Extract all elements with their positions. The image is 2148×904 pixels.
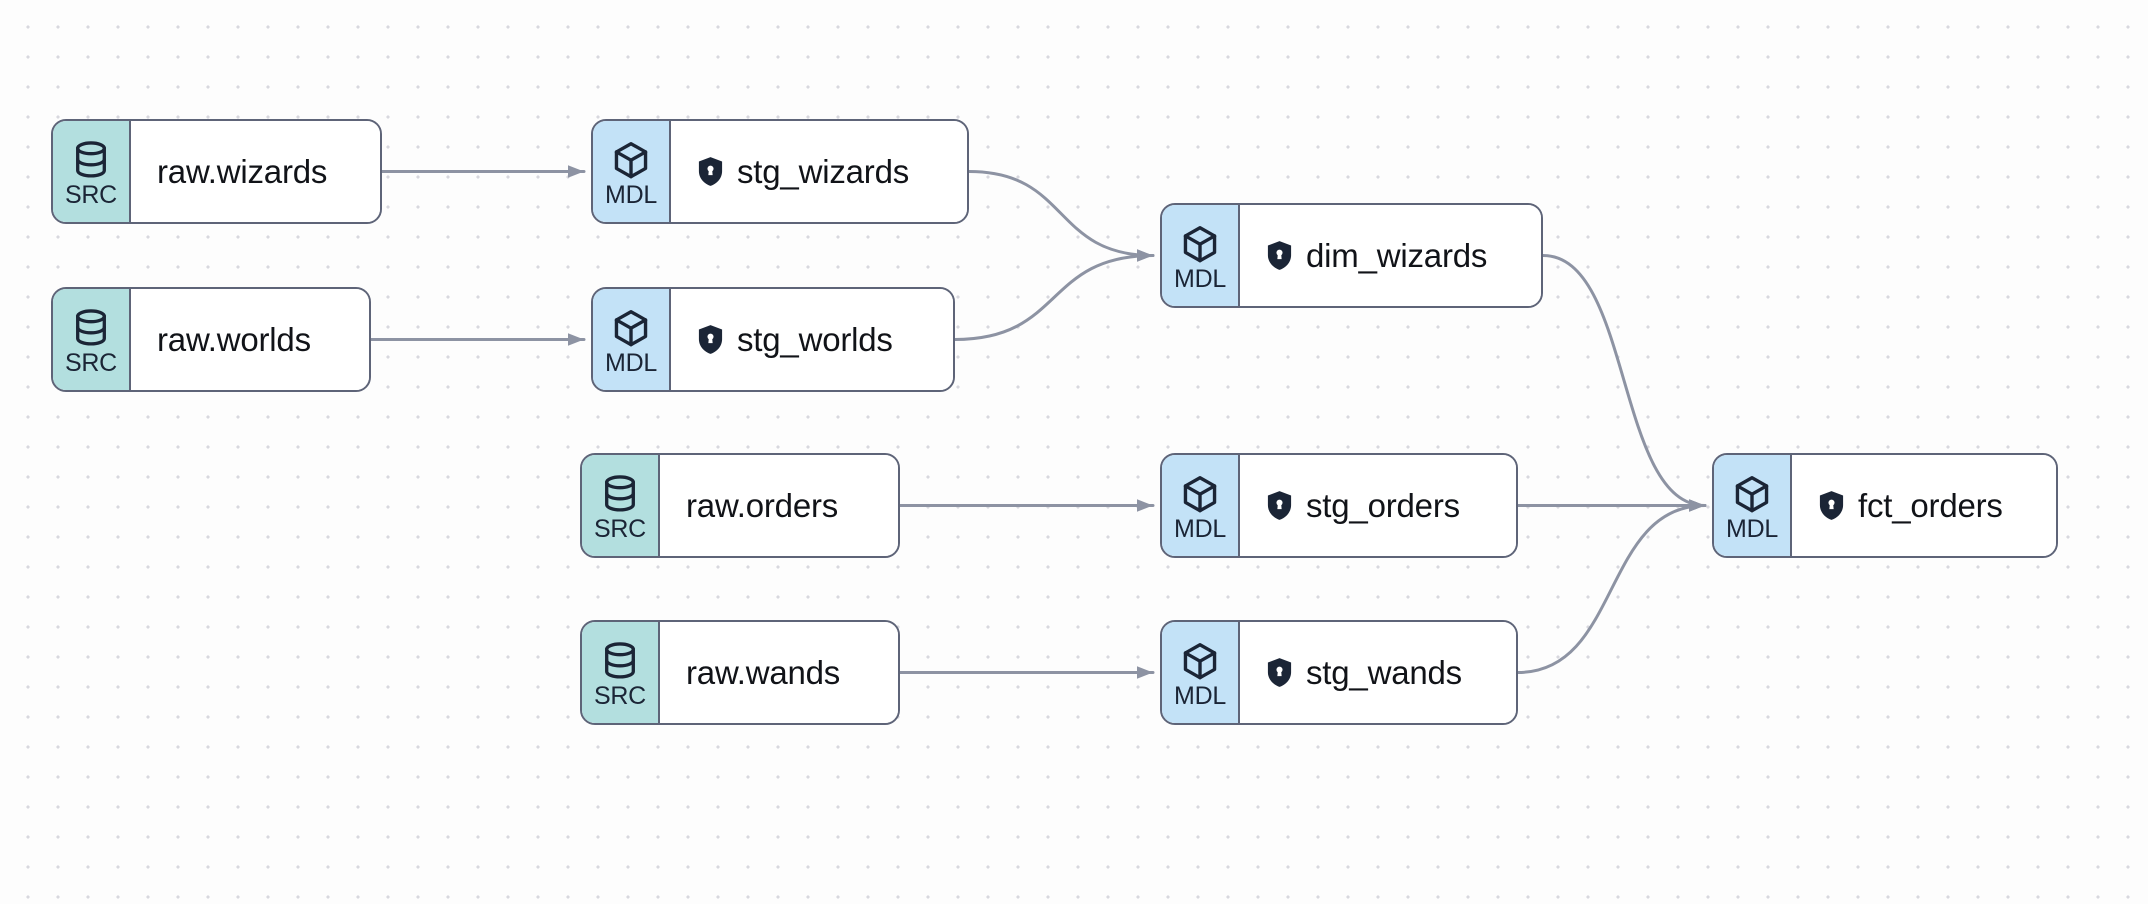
node-label: stg_wizards xyxy=(737,152,910,190)
node-badge-label: SRC xyxy=(65,348,117,377)
cube-icon xyxy=(611,308,651,350)
node-body: stg_wands xyxy=(1240,622,1516,723)
node-badge-label: MDL xyxy=(1174,514,1226,543)
node-label: raw.worlds xyxy=(157,320,311,358)
node-fct-orders[interactable]: MDL fct_orders xyxy=(1712,453,2058,558)
node-label: stg_orders xyxy=(1306,486,1460,524)
cube-icon xyxy=(611,140,651,182)
node-badge-label: MDL xyxy=(1174,681,1226,710)
node-body: stg_worlds xyxy=(671,289,953,390)
node-badge-label: SRC xyxy=(65,180,117,209)
edge-stg_worlds-to-dim_wizards xyxy=(953,249,1155,341)
shield-lock-icon xyxy=(697,324,724,355)
cube-icon xyxy=(1180,641,1220,683)
edge-stg_wands-to-fct_orders xyxy=(1516,499,1707,674)
node-badge-label: MDL xyxy=(1174,264,1226,293)
node-dim-wizards[interactable]: MDL dim_wizards xyxy=(1160,203,1543,308)
node-body: raw.worlds xyxy=(131,289,369,390)
node-body: stg_wizards xyxy=(671,121,967,222)
shield-lock-icon xyxy=(1266,490,1293,521)
node-badge-src: SRC xyxy=(582,622,660,723)
node-stg-wands[interactable]: MDL stg_wands xyxy=(1160,620,1518,725)
node-badge-label: MDL xyxy=(605,348,657,377)
database-icon xyxy=(601,641,639,683)
node-badge-src: SRC xyxy=(53,121,131,222)
node-label: stg_worlds xyxy=(737,320,893,358)
node-stg-orders[interactable]: MDL stg_orders xyxy=(1160,453,1518,558)
shield-lock-icon xyxy=(697,156,724,187)
node-body: raw.wizards xyxy=(131,121,380,222)
node-raw-worlds[interactable]: SRC raw.worlds xyxy=(51,287,371,392)
node-raw-wands[interactable]: SRC raw.wands xyxy=(580,620,900,725)
node-label: raw.wizards xyxy=(157,152,328,190)
node-badge-label: SRC xyxy=(594,514,646,543)
cube-icon xyxy=(1180,474,1220,516)
node-badge-mdl: MDL xyxy=(1162,455,1240,556)
node-badge-mdl: MDL xyxy=(1162,205,1240,306)
edge-dim_wizards-to-fct_orders xyxy=(1541,254,1707,512)
node-body: stg_orders xyxy=(1240,455,1516,556)
node-raw-orders[interactable]: SRC raw.orders xyxy=(580,453,900,558)
node-badge-mdl: MDL xyxy=(593,121,671,222)
node-badge-label: MDL xyxy=(605,180,657,209)
node-label: stg_wands xyxy=(1306,653,1462,691)
node-body: raw.wands xyxy=(660,622,898,723)
node-body: fct_orders xyxy=(1792,455,2056,556)
node-badge-label: SRC xyxy=(594,681,646,710)
cube-icon xyxy=(1732,474,1772,516)
node-badge-src: SRC xyxy=(582,455,660,556)
shield-lock-icon xyxy=(1266,657,1293,688)
node-body: raw.orders xyxy=(660,455,898,556)
edge-stg_wizards-to-dim_wizards xyxy=(967,170,1155,262)
shield-lock-icon xyxy=(1818,490,1845,521)
node-badge-label: MDL xyxy=(1726,514,1778,543)
node-badge-src: SRC xyxy=(53,289,131,390)
node-label: raw.orders xyxy=(686,486,839,524)
node-stg-worlds[interactable]: MDL stg_worlds xyxy=(591,287,955,392)
node-label: fct_orders xyxy=(1858,486,2003,524)
node-badge-mdl: MDL xyxy=(1714,455,1792,556)
node-stg-wizards[interactable]: MDL stg_wizards xyxy=(591,119,969,224)
node-badge-mdl: MDL xyxy=(593,289,671,390)
cube-icon xyxy=(1180,224,1220,266)
node-label: raw.wands xyxy=(686,653,841,691)
database-icon xyxy=(72,308,110,350)
node-label: dim_wizards xyxy=(1306,236,1488,274)
node-badge-mdl: MDL xyxy=(1162,622,1240,723)
database-icon xyxy=(601,474,639,516)
node-raw-wizards[interactable]: SRC raw.wizards xyxy=(51,119,382,224)
node-body: dim_wizards xyxy=(1240,205,1541,306)
database-icon xyxy=(72,140,110,182)
shield-lock-icon xyxy=(1266,240,1293,271)
